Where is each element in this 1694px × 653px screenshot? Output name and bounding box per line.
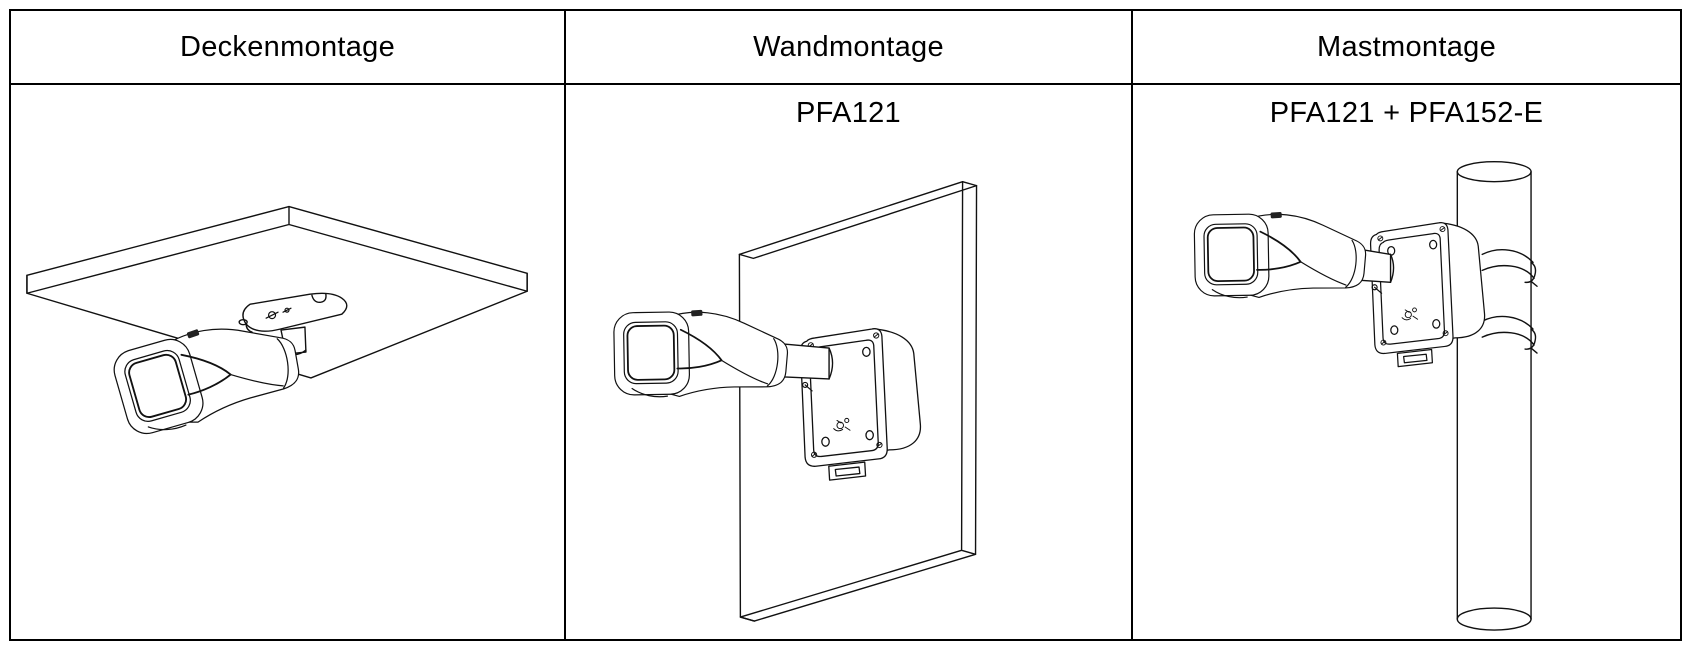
column-header-deckenmontage: Deckenmontage	[11, 11, 566, 83]
cell-mastmontage: PFA121 + PFA152-E	[1133, 85, 1680, 639]
ceiling-mount-drawing	[26, 205, 528, 441]
column-header-mastmontage: Mastmontage	[1317, 30, 1496, 63]
illustration-row: PFA121 PFA1	[11, 85, 1680, 639]
cell-deckenmontage	[11, 85, 566, 639]
column-header-wandmontage: Wandmontage	[566, 11, 1133, 83]
pole-mount-drawing	[1186, 161, 1538, 631]
cell-wandmontage: PFA121	[566, 85, 1133, 639]
wall-mount-drawing	[605, 180, 978, 622]
mounting-table: Deckenmontage Wandmontage Mastmontage	[9, 9, 1682, 641]
accessory-label-wall: PFA121	[796, 97, 901, 129]
header-row: Deckenmontage Wandmontage Mastmontage	[11, 11, 1680, 85]
accessory-label-pole: PFA121 + PFA152-E	[1269, 97, 1544, 129]
